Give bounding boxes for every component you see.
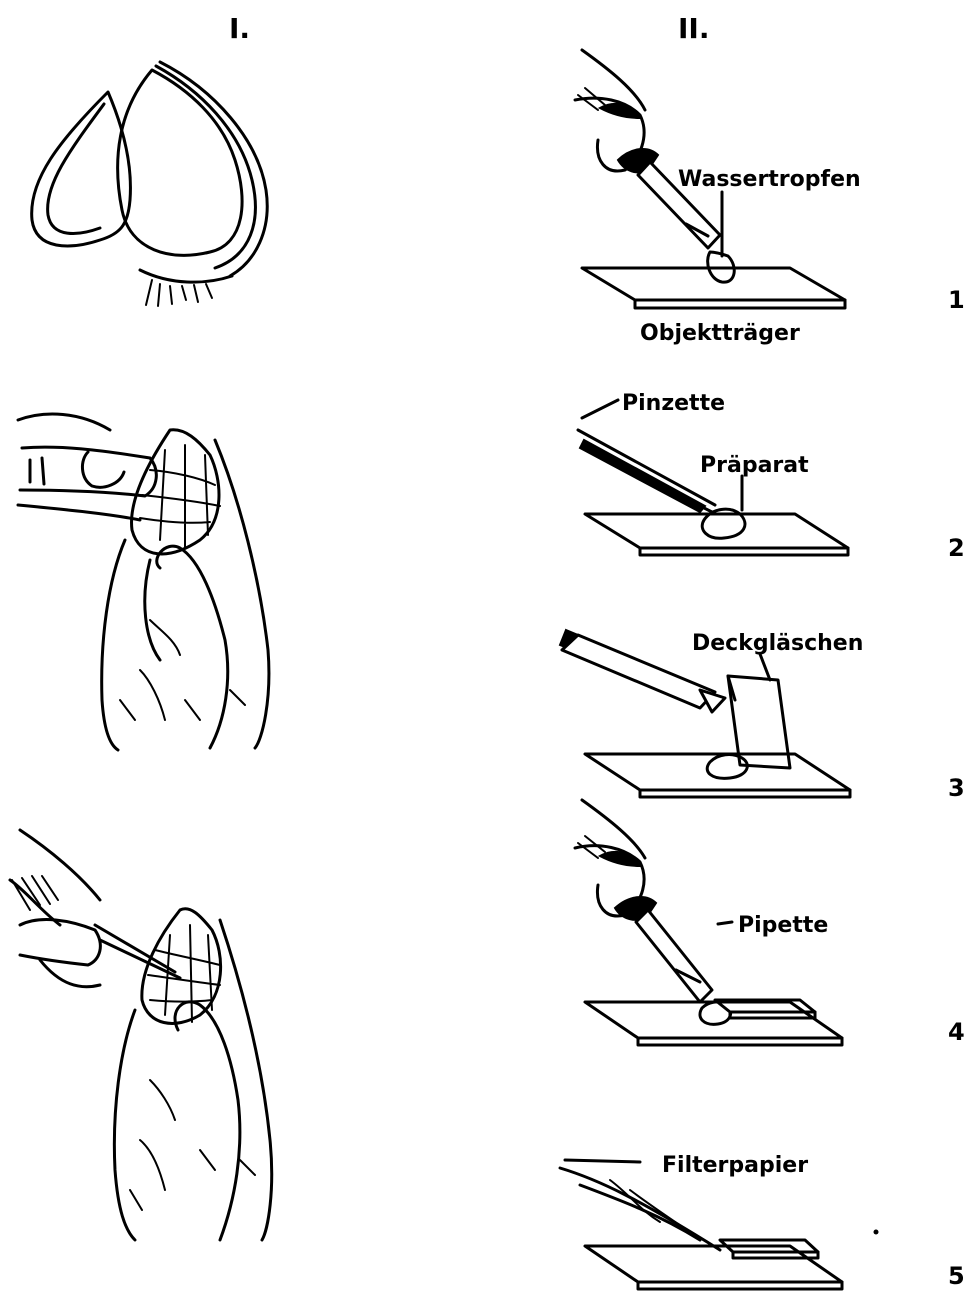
step-number-3: 3	[948, 774, 965, 802]
label-praeparat: Präparat	[700, 453, 809, 478]
label-wassertropfen: Wassertropfen	[678, 167, 861, 192]
label-deckglaeschen: Deckgläschen	[692, 631, 863, 656]
onion-bulb-drawing	[32, 62, 268, 306]
step-number-4: 4	[948, 1018, 965, 1046]
label-pipette: Pipette	[738, 913, 828, 938]
step-5-drawing	[560, 1160, 879, 1289]
label-objekttraeger: Objektträger	[640, 321, 800, 346]
column-heading-ii: II.	[678, 12, 709, 45]
step-number-5: 5	[948, 1262, 965, 1290]
label-filterpapier: Filterpapier	[662, 1153, 808, 1178]
step-number-2: 2	[948, 534, 965, 562]
column-heading-i: I.	[229, 12, 250, 45]
hands-peeling-drawing	[18, 414, 269, 750]
hands-tweezers-drawing	[10, 830, 272, 1240]
step-number-1: 1	[948, 286, 965, 314]
label-pinzette: Pinzette	[622, 391, 725, 416]
